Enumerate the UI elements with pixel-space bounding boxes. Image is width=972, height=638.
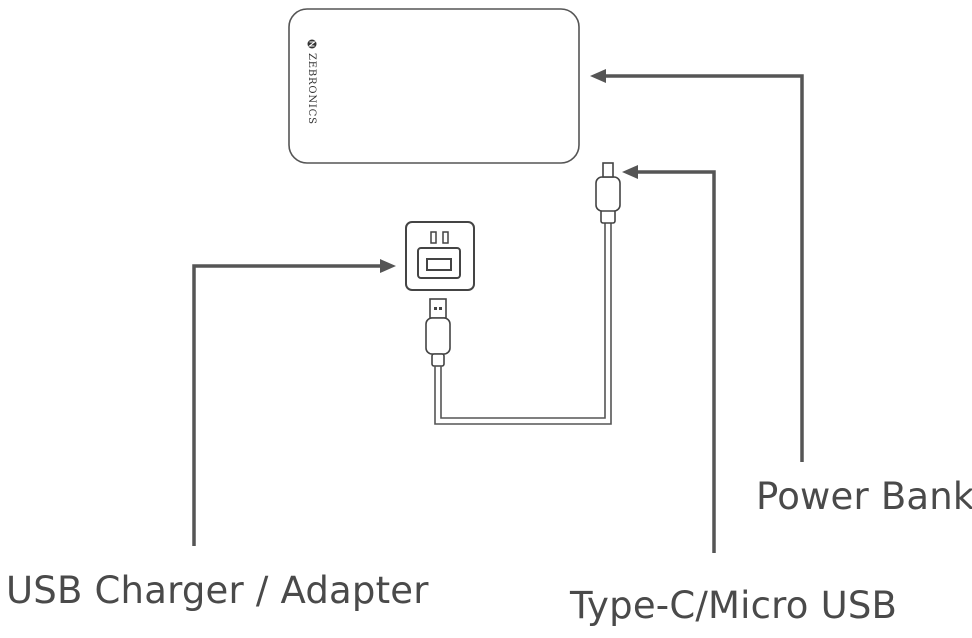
callout-power-bank bbox=[590, 69, 804, 462]
zebronics-logo-icon bbox=[307, 39, 317, 49]
power-bank-label: Power Bank bbox=[756, 475, 972, 518]
callout-type-c bbox=[622, 165, 716, 553]
callout-charger bbox=[192, 259, 396, 546]
usb-a-plug-icon bbox=[425, 298, 451, 367]
cable-label: Type-C/Micro USB bbox=[570, 584, 898, 627]
power-bank: ZEBRONICS bbox=[288, 8, 580, 164]
usb-charger bbox=[405, 221, 475, 291]
charger-label: USB Charger / Adapter bbox=[6, 569, 429, 612]
brand-text: ZEBRONICS bbox=[306, 53, 317, 125]
type-c-plug-icon bbox=[595, 162, 621, 224]
usb-cable bbox=[434, 222, 612, 425]
